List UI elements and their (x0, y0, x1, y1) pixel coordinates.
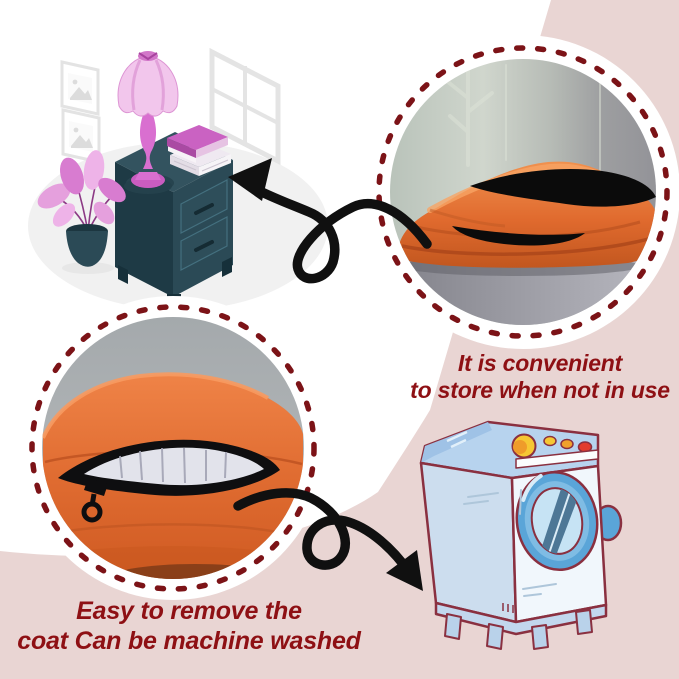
storage-caption-line2: to store when not in use (410, 377, 670, 404)
wash-caption-line2: coat Can be machine washed (17, 626, 361, 655)
wash-caption: Easy to remove the coat Can be machine w… (14, 597, 364, 656)
blanket-dashed-border (376, 45, 670, 339)
storage-caption-line1: It is convenient (457, 350, 623, 376)
picture-frame-top (60, 60, 100, 116)
wash-caption-line1: Easy to remove the (76, 597, 302, 625)
nightstand-scene (28, 47, 328, 312)
table-lamp (117, 51, 179, 194)
zipper-pull (81, 478, 108, 523)
books (167, 125, 231, 176)
potted-plant (37, 150, 126, 274)
button-1 (543, 435, 557, 447)
inner-pillow (84, 447, 264, 486)
storage-caption: It is convenient to store when not in us… (392, 350, 679, 404)
washing-machine (419, 420, 623, 650)
button-2 (560, 438, 574, 450)
arrow-to-nightstand (228, 158, 432, 284)
machine-door (515, 470, 599, 572)
picture-frame-bottom (61, 108, 101, 164)
window (209, 47, 281, 166)
arrowhead-left (228, 158, 272, 201)
zipper-open-photo (42, 317, 304, 579)
arrow-to-machine (233, 488, 423, 591)
arrowhead-right (386, 550, 423, 591)
zipper-dashed-border (29, 304, 317, 592)
